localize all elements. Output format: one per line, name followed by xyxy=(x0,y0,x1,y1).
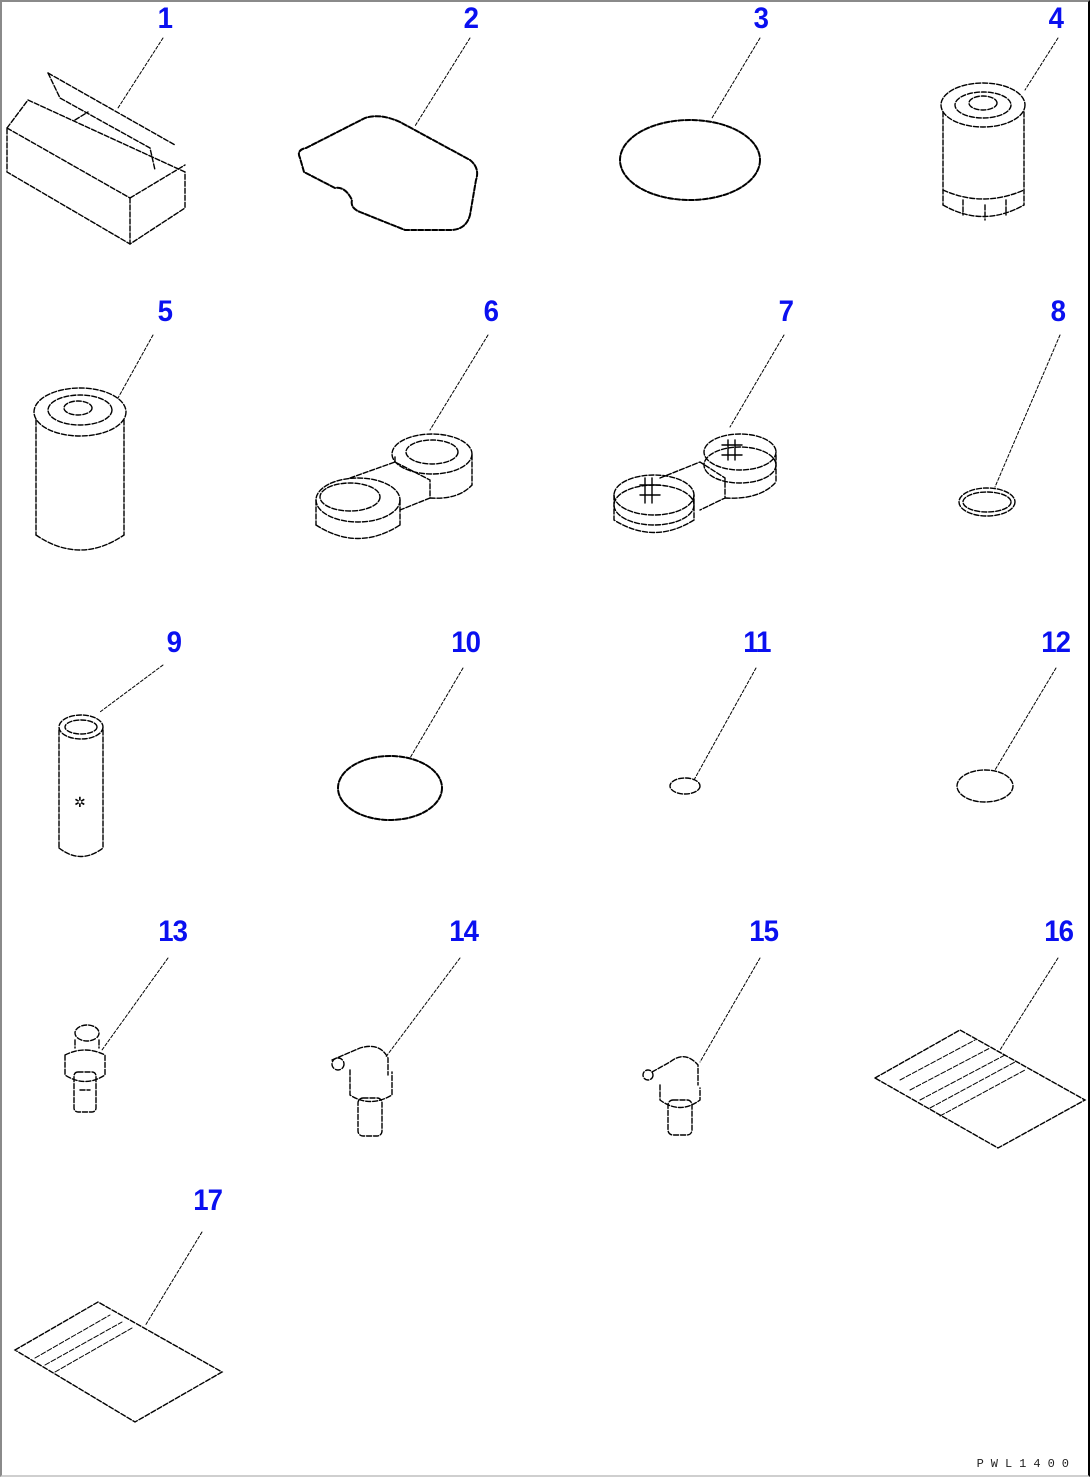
callout-4[interactable]: 4 xyxy=(1048,2,1064,35)
gasket-icon xyxy=(297,115,479,231)
callout-13[interactable]: 13 xyxy=(158,915,188,948)
manual-sheet-icon xyxy=(873,1029,1087,1149)
filter-wrench-icon xyxy=(315,433,473,540)
callout-2[interactable]: 2 xyxy=(463,2,479,35)
callout-1[interactable]: 1 xyxy=(157,2,173,35)
o-ring-icon xyxy=(337,755,443,821)
elbow-grease-fitting-icon xyxy=(331,1045,393,1137)
leader-lines xyxy=(99,37,1061,1327)
filter-cartridge-icon xyxy=(33,387,127,551)
drawing-code: PWL1400 xyxy=(976,1457,1076,1471)
element-cylinder-icon: ✲ xyxy=(58,714,104,858)
callout-16[interactable]: 16 xyxy=(1044,915,1074,948)
callout-9[interactable]: 9 xyxy=(166,626,182,659)
oil-filter-icon xyxy=(940,82,1026,221)
box-icon xyxy=(6,72,186,245)
grease-fitting-icon xyxy=(64,1024,106,1113)
elbow-grease-fitting-icon xyxy=(642,1056,701,1136)
o-ring-icon xyxy=(669,777,701,795)
callout-3[interactable]: 3 xyxy=(753,2,769,35)
callout-12[interactable]: 12 xyxy=(1041,626,1071,659)
callout-17[interactable]: 17 xyxy=(193,1184,223,1217)
callout-10[interactable]: 10 xyxy=(451,626,481,659)
filter-wrench-icon xyxy=(613,433,777,534)
manual-sheet-icon xyxy=(13,1301,224,1423)
callout-15[interactable]: 15 xyxy=(749,915,779,948)
o-ring-icon xyxy=(619,119,761,201)
callout-8[interactable]: 8 xyxy=(1050,295,1066,328)
callout-7[interactable]: 7 xyxy=(778,295,794,328)
callout-14[interactable]: 14 xyxy=(449,915,479,948)
o-ring-icon xyxy=(958,487,1016,517)
callout-6[interactable]: 6 xyxy=(483,295,499,328)
svg-text:✲: ✲ xyxy=(74,794,86,810)
callout-11[interactable]: 11 xyxy=(743,626,771,659)
callout-5[interactable]: 5 xyxy=(157,295,173,328)
o-ring-icon xyxy=(956,769,1014,803)
